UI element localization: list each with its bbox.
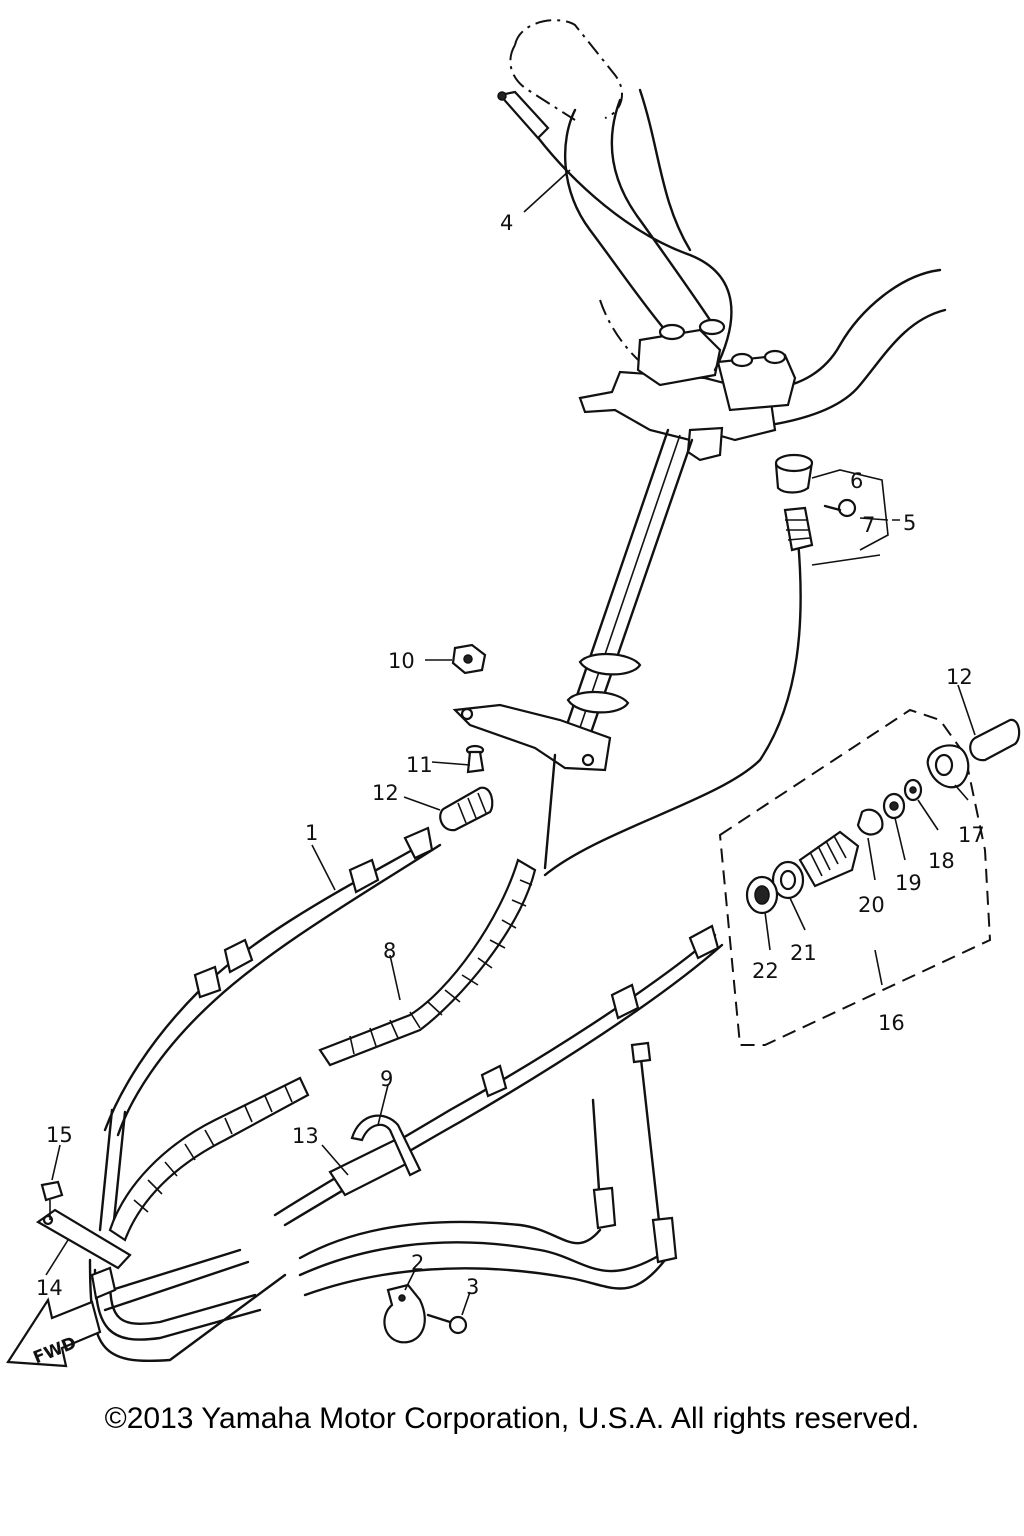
choke-cables <box>591 1041 678 1264</box>
part-19-washer <box>882 792 906 820</box>
callout-12b: 12 <box>372 781 399 805</box>
part-20-fitting <box>856 808 884 836</box>
handlebar-grip <box>509 19 712 332</box>
callout-16: 16 <box>878 1011 905 1035</box>
callout-8: 8 <box>383 939 396 963</box>
part-3-screw <box>426 1313 468 1335</box>
part-17-nut <box>926 744 970 789</box>
callout-21: 21 <box>790 941 817 965</box>
cable-harness <box>88 1220 667 1362</box>
callout-18: 18 <box>928 849 955 873</box>
part-18-washer <box>903 778 923 802</box>
callout-labels: 4 6 7 5 10 12 11 12 1 17 18 19 20 8 21 2… <box>36 211 985 1300</box>
callout-13: 13 <box>292 1124 319 1148</box>
callout-12a: 12 <box>946 665 973 689</box>
callout-17: 17 <box>958 823 985 847</box>
fwd-arrow: FWD <box>6 1297 102 1368</box>
callout-19: 19 <box>895 871 922 895</box>
part-22-washer <box>745 875 779 915</box>
callout-22: 22 <box>752 959 779 983</box>
steering-column <box>558 428 694 752</box>
part-12-bushing-left <box>439 786 494 832</box>
cable-1 <box>98 826 442 1232</box>
callout-10: 10 <box>388 649 415 673</box>
callout-1: 1 <box>305 821 318 845</box>
steering-clamp <box>578 318 797 462</box>
callout-14: 14 <box>36 1276 63 1300</box>
callout-6: 6 <box>850 469 863 493</box>
handlebar-right <box>599 268 947 427</box>
callout-9: 9 <box>380 1067 393 1091</box>
callout-11: 11 <box>406 753 433 777</box>
part-9-tie-band <box>350 1114 422 1177</box>
throttle-cable <box>497 90 733 372</box>
part-2-clamp <box>383 1283 426 1344</box>
callout-5: 5 <box>903 511 916 535</box>
switch-cable <box>543 506 814 877</box>
callout-7: 7 <box>862 513 875 537</box>
callout-2: 2 <box>411 1251 424 1275</box>
callout-4: 4 <box>500 211 513 235</box>
callout-20: 20 <box>858 893 885 917</box>
copyright-notice: ©2013 Yamaha Motor Corporation, U.S.A. A… <box>104 1402 920 1435</box>
part-15-bolt <box>40 1180 64 1220</box>
part-6-cap <box>774 453 814 494</box>
callout-15: 15 <box>46 1123 73 1147</box>
part-21-washer <box>771 860 805 900</box>
column-bracket <box>452 703 612 772</box>
part-7-screw <box>823 498 857 518</box>
part-11-bolt <box>465 744 485 774</box>
part-12-bushing-right <box>969 718 1021 762</box>
part-threaded-adjuster <box>798 830 860 888</box>
callout-3: 3 <box>466 1275 479 1299</box>
part-8-spiral-wrap <box>108 858 537 1242</box>
leader-lines <box>45 169 976 1316</box>
part-10-nut <box>451 643 487 675</box>
part-16-kit-outline <box>718 708 992 1046</box>
